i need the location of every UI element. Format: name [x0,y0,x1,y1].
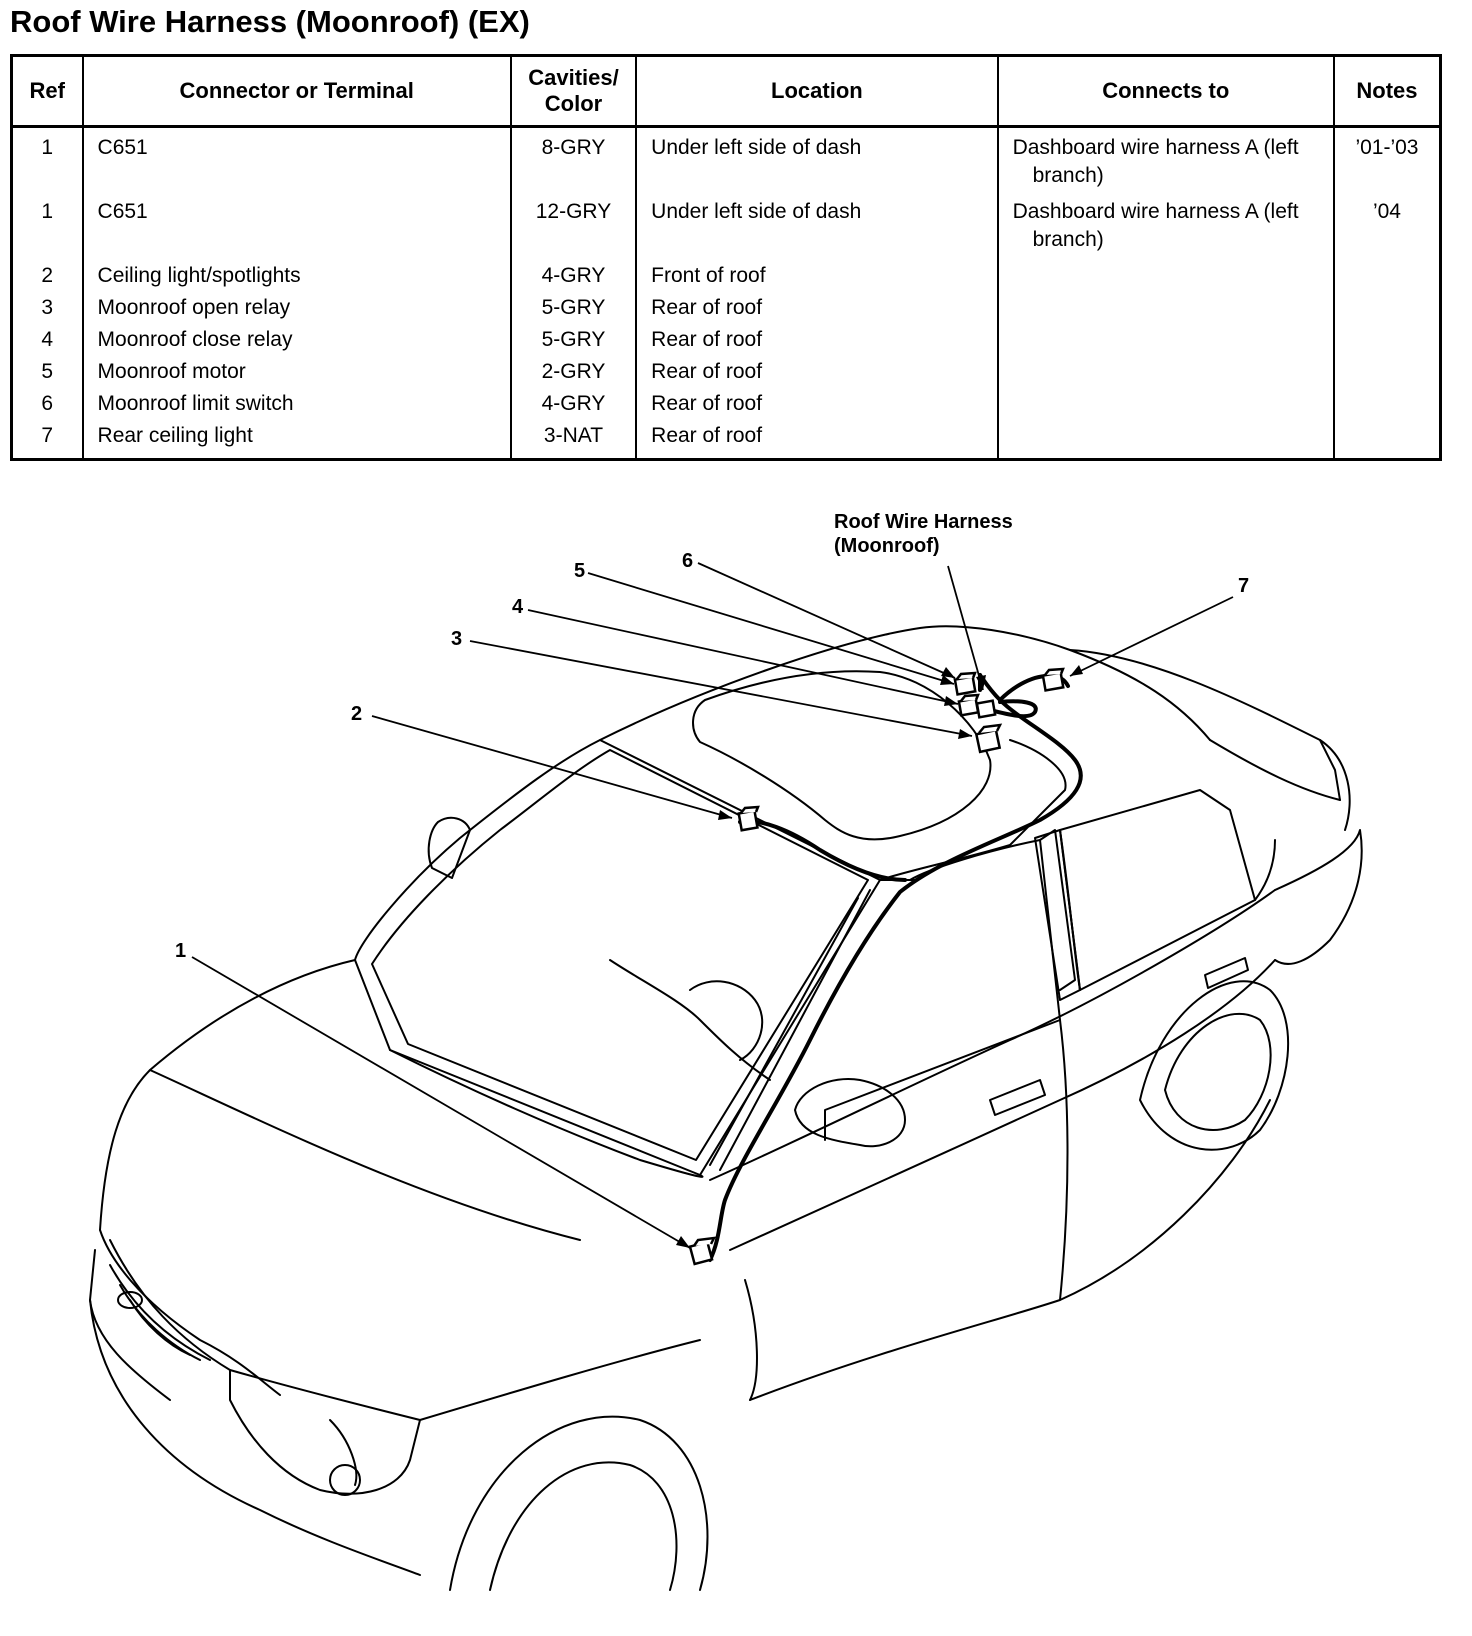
cell-notes [1332,356,1442,388]
header-cavities: Cavities/ Color [509,54,638,128]
cell-cavities: 5-GRY [509,324,638,356]
cell-notes [1332,260,1442,292]
roof-wire-harness-path [708,673,1083,1262]
harness-label-line1: Roof Wire Harness [834,511,1013,533]
cell-location: Under left side of dash [635,196,999,260]
header-cavities-line2: Color [544,91,603,116]
cell-ref: 7 [10,420,84,460]
car-outline [89,625,1363,1591]
cell-cavities: 4-GRY [509,388,638,420]
header-location: Location [635,54,999,128]
cell-connects-to [996,260,1335,292]
leader-lines [191,562,1234,1249]
connector-4-icon [957,693,980,717]
cell-notes: ’04 [1332,196,1442,260]
arrowheads [676,665,1083,1248]
cell-cavities: 2-GRY [509,356,638,388]
cell-connector: Rear ceiling light [81,420,512,460]
connector-6-icon [975,699,997,719]
cell-connector: Ceiling light/spotlights [81,260,512,292]
connector-3-icon [974,723,1003,754]
cell-notes [1332,324,1442,356]
cell-connects-to [996,324,1335,356]
cell-ref: 4 [10,324,84,356]
cell-connects-to [996,388,1335,420]
cell-cavities: 8-GRY [509,126,638,196]
cell-ref: 1 [10,126,84,196]
table-header-row: Ref Connector or Terminal Cavities/ Colo… [10,54,1442,128]
harness-label-line2: (Moonroof) [834,535,940,557]
cell-cavities: 5-GRY [509,292,638,324]
connectors [688,667,1065,1266]
cell-connects-to: Dashboard wire harness A (left branch) [996,196,1335,260]
header-connects-to: Connects to [996,54,1335,128]
callout-3: 3 [451,628,462,650]
cell-location: Rear of roof [635,388,999,420]
cell-location: Front of roof [635,260,999,292]
connects-to-line2: branch) [1032,228,1104,251]
cell-ref: 5 [10,356,84,388]
callout-5: 5 [574,560,585,582]
connector-5-icon [953,671,977,696]
header-cavities-line1: Cavities/ [528,65,619,90]
cell-location: Rear of roof [635,324,999,356]
vehicle-diagram: 1 2 3 4 5 6 7 Roof Wire Harness (Moonroo… [89,511,1363,1591]
connector-1-icon [688,1236,717,1266]
connects-to-line1: Dashboard wire harness A (left [1012,136,1299,159]
cell-ref: 2 [10,260,84,292]
connector-table: Ref Connector or Terminal Cavities/ Colo… [10,54,1442,461]
cell-connector: C651 [81,126,512,196]
callout-4: 4 [512,596,524,618]
cell-ref: 6 [10,388,84,420]
cell-notes: ’01-’03 [1332,126,1442,196]
callout-7: 7 [1238,575,1249,597]
cell-connects-to: Dashboard wire harness A (left branch) [996,126,1335,196]
cell-cavities: 4-GRY [509,260,638,292]
cell-cavities: 3-NAT [509,420,638,460]
cell-notes [1332,388,1442,420]
cell-connects-to [996,292,1335,324]
connector-2-icon [737,805,760,832]
cell-cavities: 12-GRY [509,196,638,260]
cell-location: Under left side of dash [635,126,999,196]
cell-notes [1332,292,1442,324]
cell-connects-to [996,420,1335,460]
header-ref: Ref [10,54,84,128]
cell-ref: 3 [10,292,84,324]
cell-connector: Moonroof motor [81,356,512,388]
cell-notes [1332,420,1442,460]
connects-to-line1: Dashboard wire harness A (left [1012,200,1299,223]
cell-connector: Moonroof close relay [81,324,512,356]
cell-location: Rear of roof [635,292,999,324]
cell-connector: Moonroof open relay [81,292,512,324]
page-title: Roof Wire Harness (Moonroof) (EX) [10,4,530,39]
cell-ref: 1 [10,196,84,260]
cell-location: Rear of roof [635,356,999,388]
header-notes: Notes [1332,54,1442,128]
callout-6: 6 [682,550,693,572]
cell-connector: C651 [81,196,512,260]
connector-7-icon [1041,667,1065,692]
cell-location: Rear of roof [635,420,999,460]
header-connector: Connector or Terminal [81,54,512,128]
cell-connector: Moonroof limit switch [81,388,512,420]
cell-connects-to [996,356,1335,388]
callout-2: 2 [351,703,362,725]
connects-to-line2: branch) [1032,164,1104,187]
callout-1: 1 [175,940,186,962]
